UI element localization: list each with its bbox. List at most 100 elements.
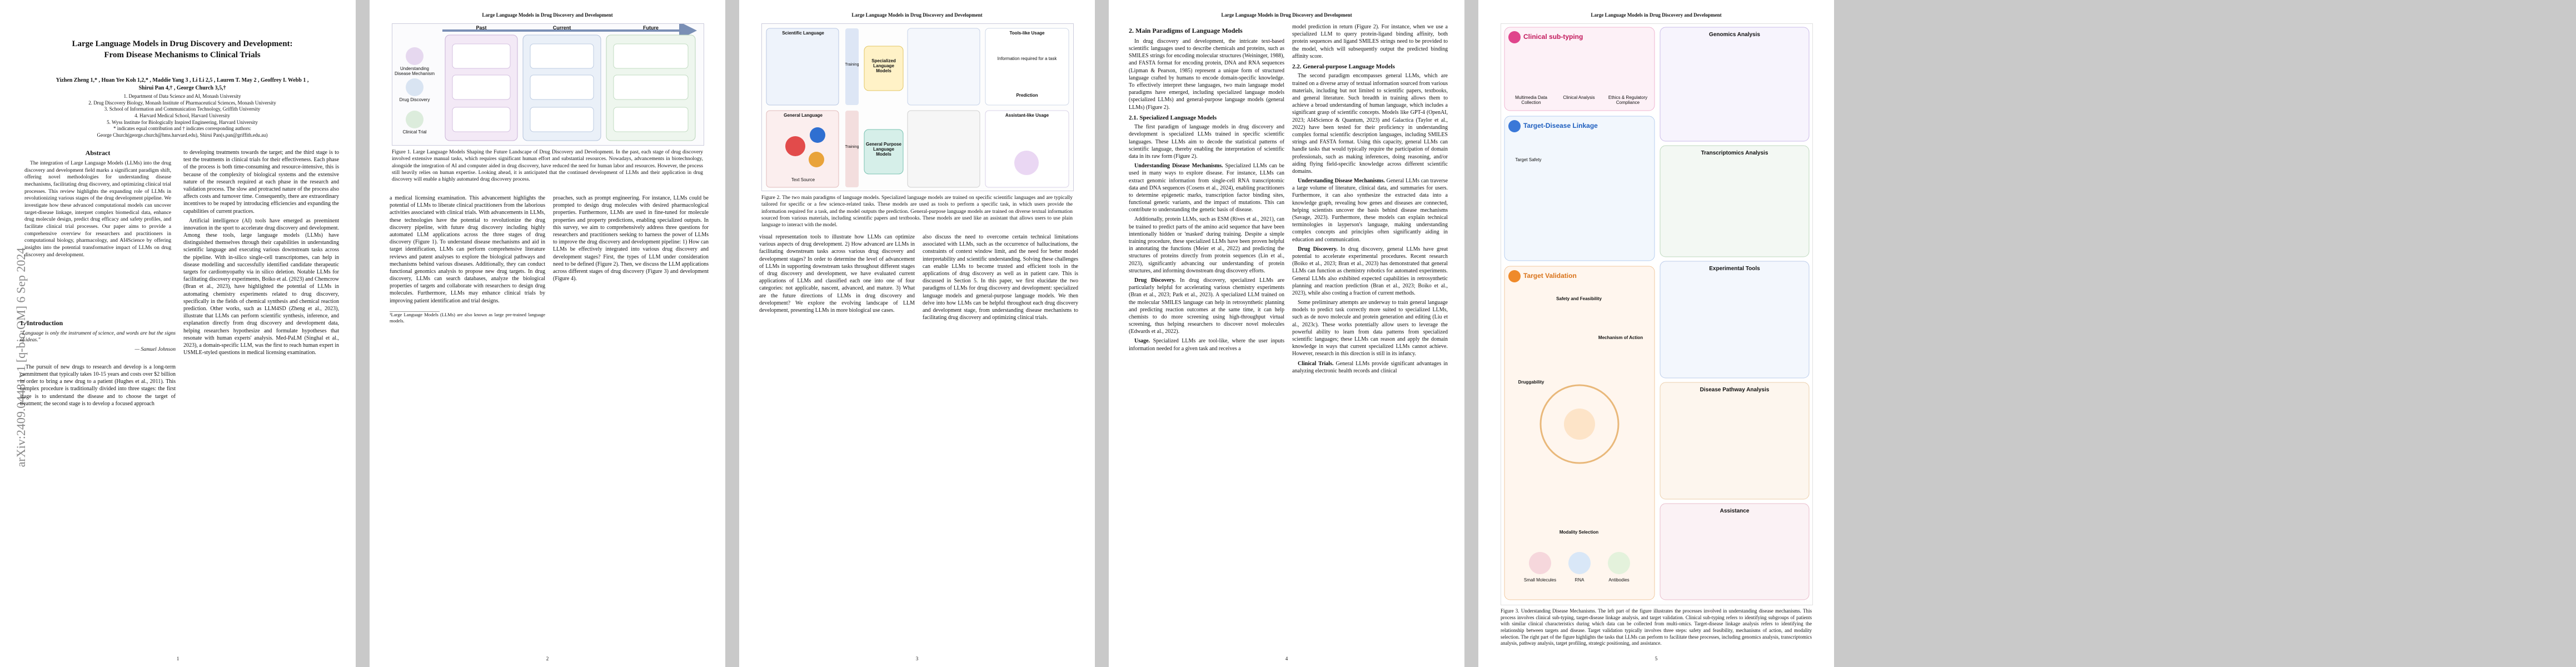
label-target-safety: Target Safety — [1515, 157, 1542, 162]
page-number: 3 — [915, 656, 919, 661]
figure-2-caption: Figure 2. The two main paradigms of lang… — [761, 195, 1073, 228]
stage-clinical-subtyping: Clinical sub-typing — [1523, 33, 1583, 41]
stage-target-validation: Target Validation — [1523, 272, 1577, 280]
p1-right-paragraph-2: Artificial intelligence (AI) tools have … — [183, 217, 339, 356]
affiliation-line: 3. School of Information and Communicati… — [104, 106, 261, 112]
affiliation-line: 1. Department of Data Science and AI, Mo… — [123, 93, 241, 99]
page-number: 1 — [176, 656, 180, 661]
label-specialized-models: Specialized Language Models — [871, 58, 896, 73]
figure-3-diagram — [1504, 27, 1810, 600]
section-2-2-heading: 2.2. General-purpose Language Models — [1292, 63, 1395, 70]
label-experimental-tools: Experimental Tools — [1709, 266, 1760, 272]
p3-right-paragraph: also discuss the need to overcome certai… — [923, 234, 1078, 321]
figure-1-caption: Figure 1. Large Language Models Shaping … — [392, 150, 703, 183]
label-assistant-usage: Assistant-like Usage — [1005, 113, 1049, 118]
paper-page-3: Large Language Models in Drug Discovery … — [739, 0, 1095, 667]
abstract-heading: Abstract — [85, 149, 111, 157]
section-2-1-paragraph: The first paradigm of language models in… — [1129, 124, 1284, 160]
label-prediction: Prediction — [1016, 93, 1038, 98]
title-line-2: From Disease Mechanisms to Clinical Tria… — [104, 50, 261, 59]
drug-discovery-heading-2: Drug Discovery. — [1298, 246, 1338, 252]
label-multimedia-data: Multimedia Data Collection — [1515, 95, 1547, 105]
paper-page-1: arXiv:2409.04481v1 [q-bio.QM] 6 Sep 2024… — [0, 0, 356, 667]
abstract-text: The integration of Large Language Models… — [24, 160, 171, 261]
figure-2: Scientific Language General Language Tex… — [761, 23, 1074, 191]
affiliation-line: 2. Drug Discovery Biology, Monash Instit… — [88, 99, 276, 106]
drug-discovery-heading: Drug Discovery. — [1134, 277, 1176, 283]
section-2-paragraph: In drug discovery and development, the i… — [1129, 38, 1284, 111]
p2-right-column: proaches, such as prompt engineering. Fo… — [553, 195, 709, 285]
section-2-heading: 2. Main Paradigms of Language Models — [1129, 27, 1243, 34]
introduction: 1. Introduction "Language is only the in… — [20, 316, 176, 410]
understanding-text: Specialized LLMs can be used in many way… — [1129, 163, 1284, 213]
section-2-2-paragraph: The second paradigm encompasses general … — [1292, 73, 1448, 175]
epigraph-attribution: — Samuel Johnson — [134, 346, 176, 353]
p4-right-paragraph-2: Some preliminary attempts are underway t… — [1292, 300, 1448, 357]
label-assistance: Assistance — [1720, 508, 1750, 514]
label-small-molecules: Small Molecules — [1523, 578, 1557, 583]
label-disease-pathway: Disease Pathway Analysis — [1700, 387, 1770, 393]
footnote: ¹Large Language Models (LLMs) are also k… — [390, 311, 545, 324]
figure-3-caption: Figure 3. Understanding Disease Mechanis… — [1501, 608, 1812, 646]
running-header: Large Language Models in Drug Discovery … — [1221, 12, 1352, 18]
running-header: Large Language Models in Drug Discovery … — [851, 12, 983, 18]
label-scientific-language: Scientific Language — [782, 31, 824, 36]
p4-left-column: 2. Main Paradigms of Language Models In … — [1129, 23, 1284, 355]
drug-discovery-text: In drug discovery, specialized LLMs are … — [1129, 277, 1285, 335]
label-general-language: General Language — [784, 113, 823, 118]
label-general-purpose-models: General Purpose Language Models — [865, 142, 902, 157]
label-training-2: Training — [845, 145, 859, 149]
paper-page-2: Large Language Models in Drug Discovery … — [370, 0, 725, 667]
affiliations: 1. Department of Data Science and AI, Mo… — [32, 93, 332, 139]
label-genomics-analysis: Genomics Analysis — [1709, 32, 1760, 38]
p2-left-paragraph: a medical licensing examination. This ad… — [390, 195, 545, 304]
usage-heading: Usage. — [1134, 338, 1150, 345]
page-number: 5 — [1655, 656, 1658, 661]
row-label-clinical: Clinical Trial — [402, 130, 427, 135]
section-2-1-heading: 2.1. Specialized Language Models — [1129, 114, 1217, 121]
author-list: Yizhen Zheng 1,* , Huan Yee Koh 1,2,* , … — [32, 77, 332, 92]
label-past: Past — [476, 25, 487, 31]
paper-page-4: Large Language Models in Drug Discovery … — [1109, 0, 1464, 667]
label-ethics: Ethics & Regulatory Compliance — [1608, 95, 1648, 105]
intro-heading: 1. Introduction — [20, 319, 63, 327]
paper-title: Large Language Models in Drug Discovery … — [32, 39, 332, 61]
label-druggability: Druggability — [1518, 380, 1544, 385]
p3-left-column: visual representation tools to illustrat… — [759, 233, 915, 316]
label-info-required: Information required for a task — [997, 56, 1057, 61]
affiliation-line: 4. Harvard Medical School, Harvard Unive… — [134, 113, 230, 119]
label-training-1: Training — [845, 63, 859, 67]
p2-right-paragraph: proaches, such as prompt engineering. Fo… — [553, 195, 709, 282]
row-label-drug: Drug Discovery — [399, 97, 430, 102]
title-line-1: Large Language Models in Drug Discovery … — [72, 39, 293, 48]
figure-2-diagram — [766, 28, 1069, 188]
label-tools-usage: Tools-like Usage — [1009, 31, 1045, 36]
label-clinical-analysis: Clinical Analysis — [1563, 95, 1595, 100]
stage-target-disease-linkage: Target-Disease Linkage — [1523, 122, 1598, 130]
figure-1: Past Current Future Understanding Diseas… — [392, 22, 704, 146]
clinical-trials-text: General LLMs provide significant advanta… — [1292, 360, 1448, 374]
running-header: Large Language Models in Drug Discovery … — [482, 12, 613, 18]
label-rna: RNA — [1575, 578, 1585, 583]
p2-left-column: a medical licensing examination. This ad… — [390, 195, 545, 324]
intro-paragraph-1: The pursuit of new drugs to research and… — [20, 364, 176, 407]
affiliation-line: George Church(george.church@hms.harvard.… — [97, 132, 268, 138]
label-antibodies: Antibodies — [1608, 578, 1630, 583]
p3-left-paragraph: visual representation tools to illustrat… — [759, 234, 915, 313]
affiliation-line: 5. Wyss Institute for Biologically Inspi… — [107, 119, 258, 125]
clinical-trials-heading: Clinical Trials. — [1298, 360, 1334, 367]
page-number: 4 — [1285, 656, 1288, 661]
figure-1-diagram — [406, 22, 697, 141]
running-header: Large Language Models in Drug Discovery … — [1591, 12, 1722, 18]
p1-right-paragraph-1: to developing treatments towards the tar… — [183, 150, 339, 215]
p3-right-column: also discuss the need to overcome certai… — [923, 233, 1078, 323]
label-mechanism-of-action: Mechanism of Action — [1598, 335, 1643, 340]
page-number: 2 — [546, 656, 549, 661]
row-label-disease: Understanding Disease Mechanism — [394, 66, 435, 76]
right-column: to developing treatments towards the tar… — [183, 149, 339, 359]
label-safety-feasibility: Safety and Feasibility — [1556, 296, 1602, 301]
figure-3: Clinical sub-typing Target-Disease Linka… — [1501, 23, 1813, 605]
p4-right-paragraph-1: model prediction in return (Figure 2). F… — [1292, 24, 1448, 59]
paper-page-5: Large Language Models in Drug Discovery … — [1478, 0, 1834, 667]
epigraph-quote: "Language is only the instrument of scie… — [20, 330, 176, 344]
